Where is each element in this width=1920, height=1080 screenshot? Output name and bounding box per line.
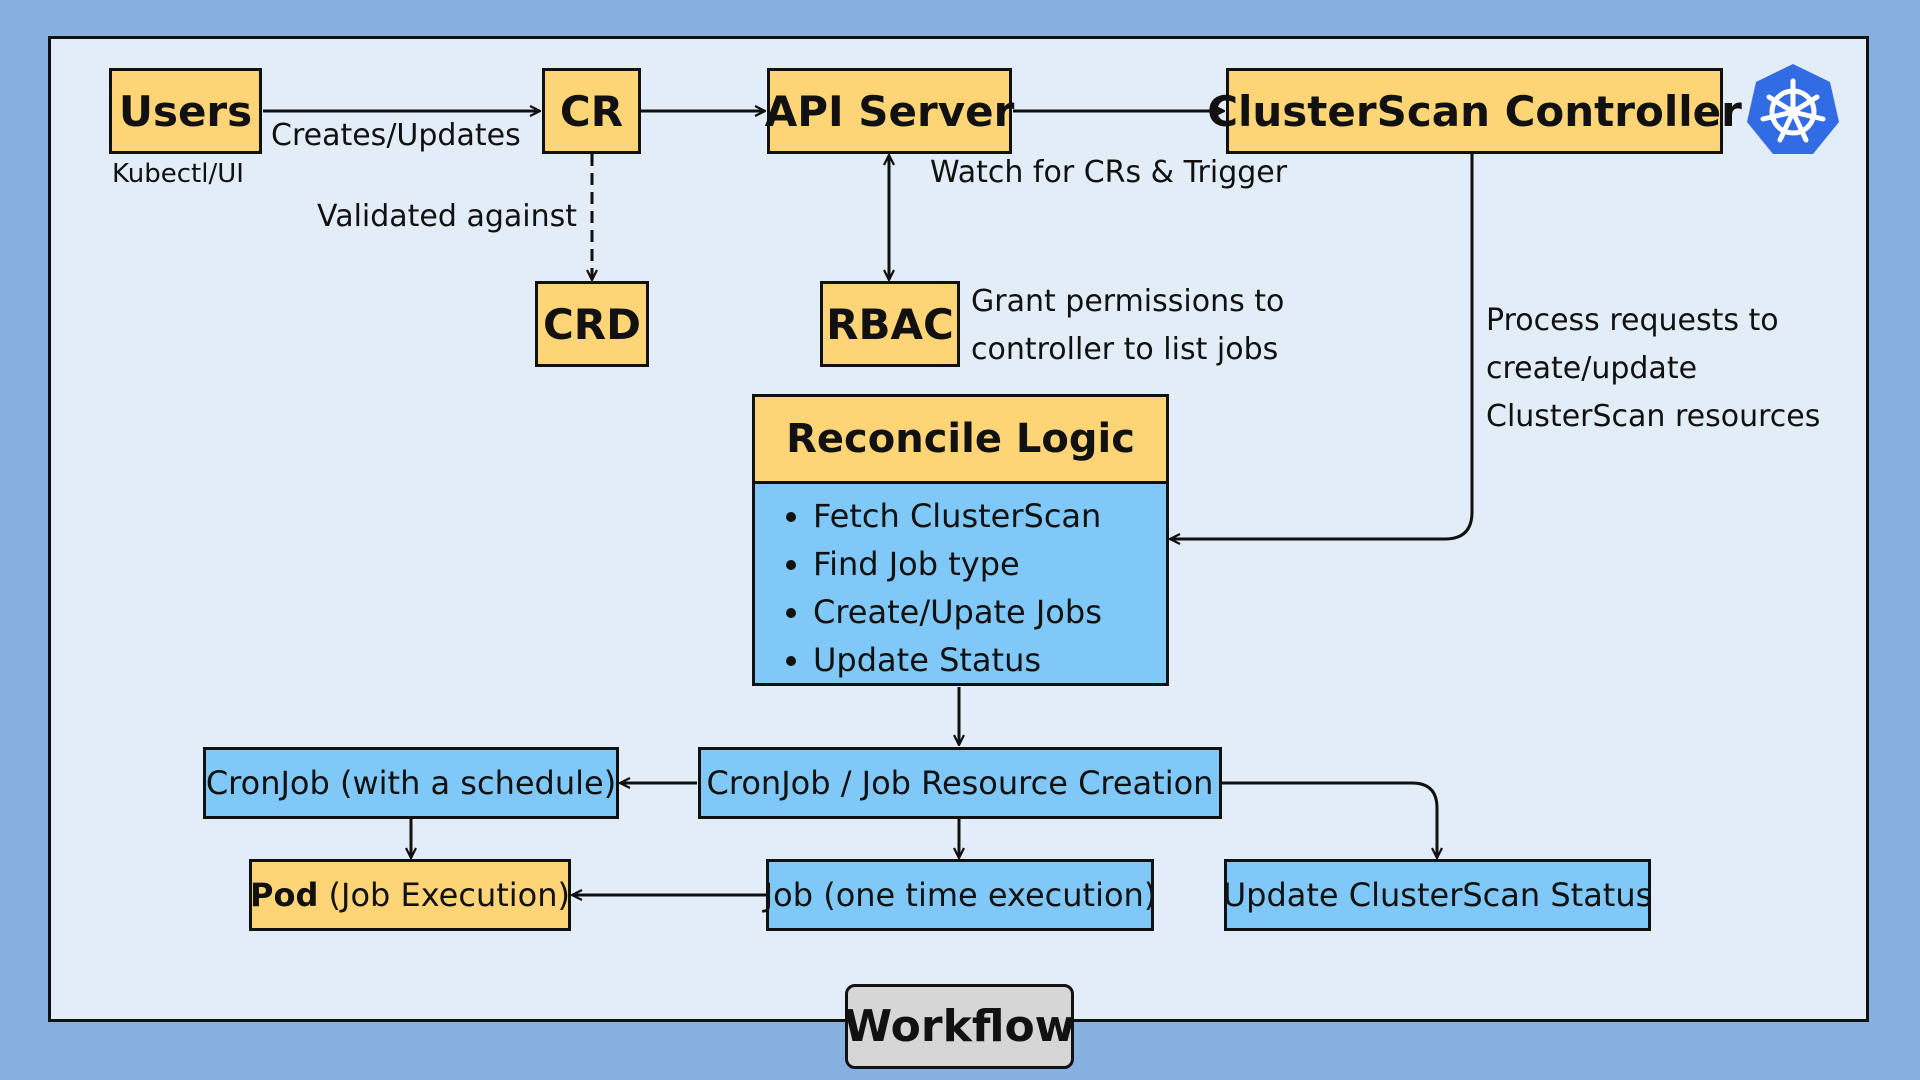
- kubectl-ui-label: Kubectl/UI: [112, 159, 244, 189]
- controller-description-line: Process requests to: [1486, 303, 1779, 338]
- users-label: Users: [118, 86, 253, 136]
- cr-label: CR: [559, 86, 624, 136]
- update-status-node: Update ClusterScan Status: [1222, 859, 1653, 931]
- reconcile-step: Find Job type: [813, 540, 1166, 588]
- watch-crs-label: Watch for CRs & Trigger: [930, 155, 1288, 190]
- reconcile-steps-list: Fetch ClusterScan Find Job type Create/U…: [755, 484, 1166, 684]
- rbac-description: Grant permissions to controller to list …: [971, 278, 1284, 374]
- clusterscan-controller-node: ClusterScan Controller: [1207, 68, 1742, 154]
- controller-label: ClusterScan Controller: [1207, 86, 1742, 136]
- workflow-title-tab: Workflow: [844, 984, 1075, 1069]
- cronjob-label: CronJob (with a schedule): [205, 764, 617, 802]
- controller-description: Process requests to create/update Cluste…: [1486, 297, 1820, 441]
- crd-node: CRD: [535, 281, 649, 367]
- api-server-label: API Server: [764, 86, 1015, 136]
- controller-description-line: ClusterScan resources: [1486, 399, 1821, 434]
- reconcile-logic-node: Reconcile Logic Fetch ClusterScan Find J…: [752, 394, 1169, 686]
- crd-label: CRD: [542, 299, 642, 349]
- cronjob-node: CronJob (with a schedule): [203, 747, 619, 819]
- pod-node: Pod (Job Execution): [249, 859, 571, 931]
- controller-description-line: create/update: [1486, 351, 1698, 386]
- job-node: Job (one time execution): [763, 859, 1157, 931]
- rbac-description-line: Grant permissions to: [971, 284, 1285, 319]
- resource-creation-node: CronJob / Job Resource Creation: [698, 747, 1222, 819]
- rbac-description-line: controller to list jobs: [971, 332, 1279, 367]
- controller-to-reconcile-arrow: [1170, 154, 1474, 539]
- reconcile-step: Update Status: [813, 636, 1166, 684]
- validated-against-label: Validated against: [317, 199, 578, 234]
- cr-node: CR: [542, 68, 641, 154]
- resource-to-status-arrow: [1222, 781, 1437, 858]
- creates-updates-label: Creates/Updates: [271, 118, 521, 153]
- rbac-label: RBAC: [826, 299, 954, 349]
- pod-label-bold: Pod: [250, 876, 319, 914]
- reconcile-title: Reconcile Logic: [755, 397, 1166, 484]
- api-server-node: API Server: [764, 68, 1015, 154]
- pod-label: (Job Execution): [318, 876, 571, 914]
- update-status-label: Update ClusterScan Status: [1222, 876, 1653, 914]
- rbac-node: RBAC: [820, 281, 960, 367]
- resource-creation-label: CronJob / Job Resource Creation: [706, 764, 1214, 802]
- kubernetes-helm-icon: [1747, 64, 1839, 154]
- job-label: Job (one time execution): [763, 876, 1157, 914]
- reconcile-step: Fetch ClusterScan: [813, 492, 1166, 540]
- reconcile-step: Create/Upate Jobs: [813, 588, 1166, 636]
- users-node: Users: [109, 68, 262, 154]
